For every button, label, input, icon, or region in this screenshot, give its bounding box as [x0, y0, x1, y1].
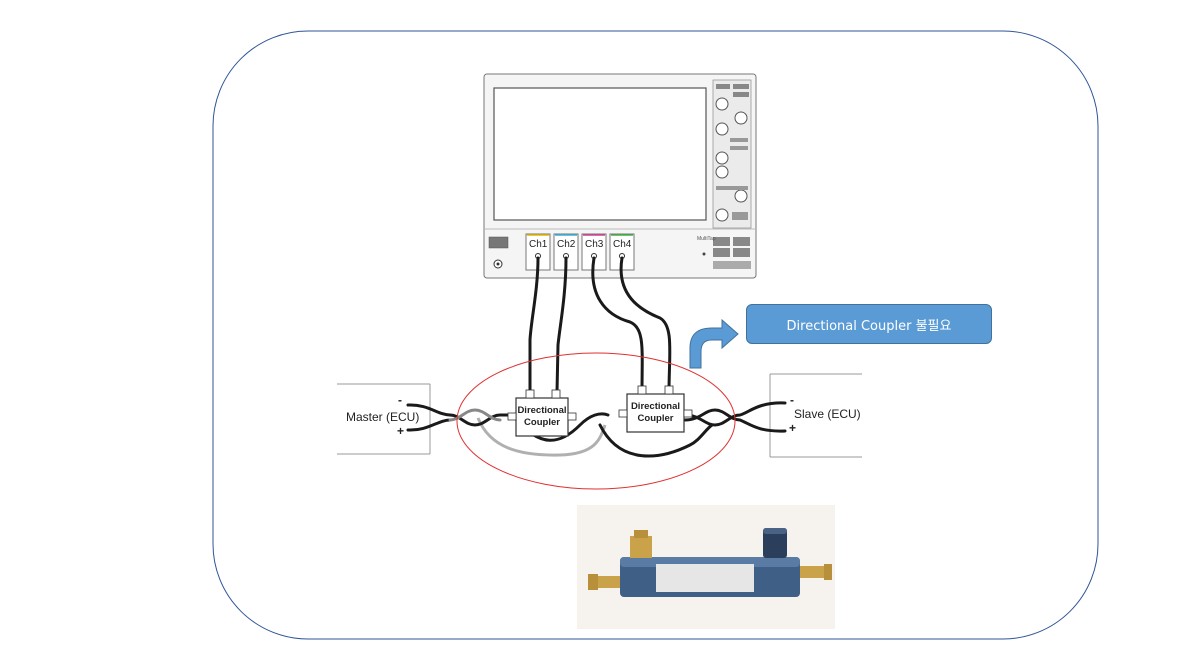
coupler-1-line1: Directional	[517, 405, 567, 416]
scope-knob	[715, 208, 729, 222]
channel-label-2: Ch2	[557, 239, 576, 250]
callout-text: Directional Coupler 불필요	[786, 318, 952, 334]
slave-ecu-label: Slave (ECU)	[794, 407, 861, 421]
master-minus-sign: -	[398, 393, 402, 407]
probe-cables	[528, 256, 672, 394]
scope-knob	[734, 111, 748, 125]
scope-knob	[715, 122, 729, 136]
highlight-ellipse	[456, 352, 736, 490]
cable-gray	[476, 417, 607, 457]
coupler-connectors	[507, 385, 693, 421]
scope-knob	[715, 97, 729, 111]
coupler-1-label: Directional Coupler	[516, 405, 568, 429]
coupler-photo	[577, 505, 835, 629]
channel-label-3: Ch3	[585, 239, 604, 250]
coupler-box-2	[626, 393, 685, 433]
callout-box: Directional Coupler 불필요	[746, 304, 992, 344]
scope-badge: MultiTap	[697, 236, 716, 242]
channel-box-1	[525, 233, 551, 271]
slave-plus-sign: +	[789, 421, 797, 435]
scope-knob	[715, 151, 729, 165]
master-ecu	[337, 383, 431, 455]
outer-frame	[212, 30, 1099, 640]
coupler-2-label: Directional Coupler	[627, 401, 684, 425]
slave-minus-sign: -	[790, 393, 794, 407]
slave-ecu	[769, 373, 862, 458]
scope-screen	[493, 87, 707, 221]
coupler-1-line2: Coupler	[524, 417, 560, 428]
master-ecu-label: Master (ECU)	[346, 410, 420, 424]
coupler-2-line2: Coupler	[637, 413, 674, 424]
twisted-pair-cables	[406, 401, 787, 458]
oscilloscope	[483, 73, 757, 279]
channel-label-4: Ch4	[613, 239, 632, 250]
callout-arrow	[689, 318, 739, 369]
master-plus-sign: +	[397, 424, 405, 438]
scope-knob	[715, 165, 729, 179]
channel-label-1: Ch1	[529, 239, 548, 250]
coupler-2-line1: Directional	[630, 401, 681, 412]
scope-knob	[734, 189, 748, 203]
